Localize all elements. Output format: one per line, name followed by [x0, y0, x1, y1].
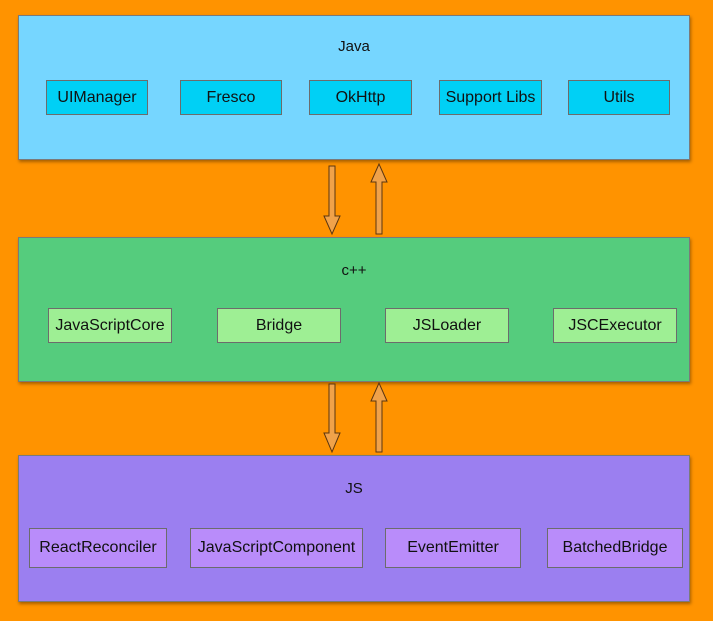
batchedbridge-box: BatchedBridge — [547, 528, 683, 568]
js-layer-title: JS — [345, 480, 363, 497]
javascriptcore-box: JavaScriptCore — [48, 308, 172, 343]
javascriptcomponent-box: JavaScriptComponent — [190, 528, 363, 568]
reactreconciler-box: ReactReconciler — [29, 528, 167, 568]
cpp-layer-title: c++ — [341, 262, 367, 279]
arrow-js-to-cpp — [370, 381, 388, 453]
uimanager-box: UIManager — [46, 80, 148, 115]
eventemitter-box: EventEmitter — [385, 528, 521, 568]
cpp-layer: c++ JavaScriptCore Bridge JSLoader JSCEx… — [18, 237, 690, 382]
okhttp-box: OkHttp — [309, 80, 412, 115]
arrow-java-to-cpp — [323, 165, 341, 236]
support-libs-box: Support Libs — [439, 80, 542, 115]
arrow-cpp-to-java — [370, 162, 388, 235]
utils-box: Utils — [568, 80, 670, 115]
js-layer: JS ReactReconciler JavaScriptComponent E… — [18, 455, 690, 602]
fresco-box: Fresco — [180, 80, 282, 115]
bridge-box: Bridge — [217, 308, 341, 343]
jscexecutor-box: JSCExecutor — [553, 308, 677, 343]
jsloader-box: JSLoader — [385, 308, 509, 343]
arrow-cpp-to-js — [323, 383, 341, 454]
java-layer: Java UIManager Fresco OkHttp Support Lib… — [18, 15, 690, 160]
java-layer-title: Java — [338, 38, 370, 55]
